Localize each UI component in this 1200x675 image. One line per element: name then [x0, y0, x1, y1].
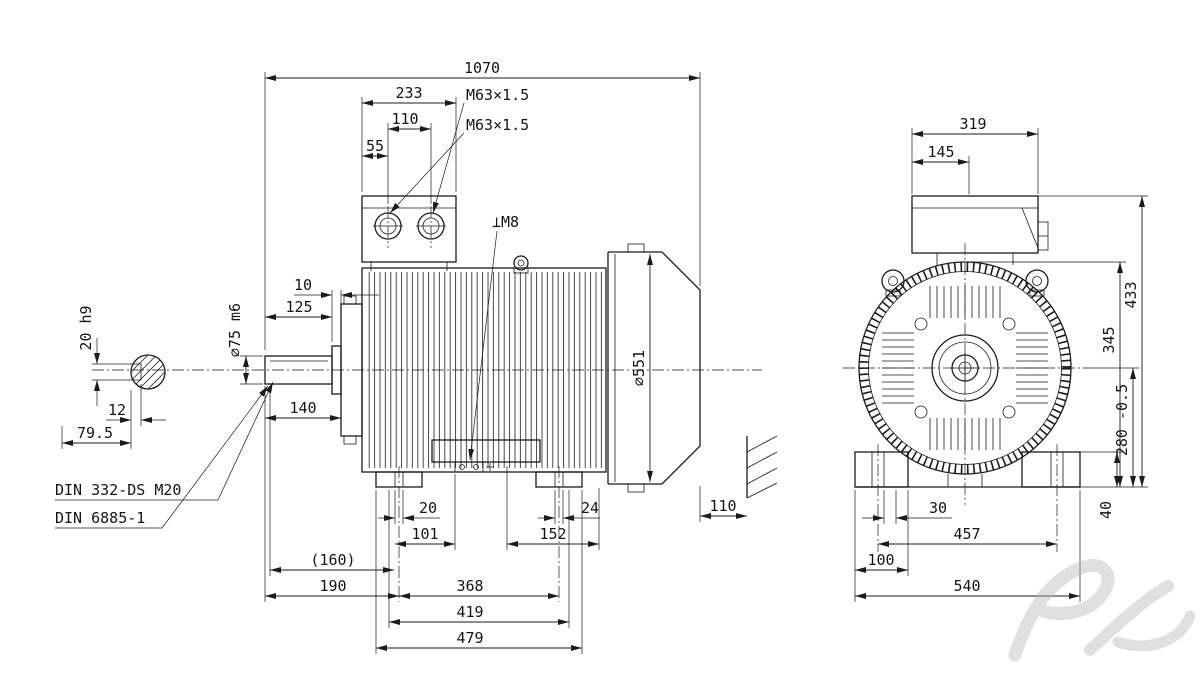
shaft-hub: [931, 334, 999, 402]
fin-group-left: [882, 332, 914, 404]
dim-319-label: 319: [959, 115, 986, 133]
dim-280-label: 280 -0.5: [1113, 384, 1131, 456]
dim-551-label: ⌀551: [630, 350, 648, 386]
dim-457-label: 457: [953, 525, 980, 543]
dim-40-label: 40: [1097, 501, 1115, 519]
dim-540-label: 540: [953, 577, 980, 595]
side-view: 1070 233 110 55 M63×1.5 M63×1.5 ⊥M8 ⌀551: [55, 59, 778, 654]
terminal-box-front: [911, 195, 1049, 265]
mounting-feet: [375, 466, 583, 602]
fin-group-right: [1016, 332, 1048, 404]
dim-10-label: 10: [294, 276, 312, 294]
dim-233-label: 233: [395, 84, 422, 102]
dim-345-label: 345: [1100, 326, 1118, 353]
dim-125-label: 125: [285, 298, 312, 316]
drain-box: [431, 439, 541, 473]
dim-24-label: 24: [581, 499, 599, 517]
cooling-fins: [365, 272, 603, 468]
dim-479-label: 479: [456, 629, 483, 647]
din-center-hole-note: DIN 332-DS M20: [55, 481, 181, 499]
dim-key-width-label: 20 h9: [77, 305, 95, 350]
dim-12-label: 12: [108, 401, 126, 419]
fin-group-top: [929, 286, 1001, 318]
feet-front: [854, 444, 1081, 552]
dim-100-label: 100: [867, 551, 894, 569]
front-view-dimensions: 319 145 433 345 280 -0.5 40: [854, 115, 1148, 602]
dim-30-label: 30: [929, 499, 947, 517]
dim-1070-label: 1070: [464, 59, 500, 77]
motor-body: [361, 267, 607, 473]
shaft-section-detail: [130, 354, 166, 390]
front-view: 319 145 433 345 280 -0.5 40: [843, 115, 1148, 602]
radial-fins: [859, 262, 1071, 474]
dim-152-label: 152: [539, 525, 566, 543]
wall-symbol: [746, 435, 778, 499]
eyebolt-left: [881, 269, 905, 297]
dim-79-5-label: 79.5: [77, 424, 113, 442]
gland-thread-label-1: M63×1.5: [466, 86, 529, 104]
eyebolt-right: [1025, 269, 1049, 297]
dim-75-label: ⌀75 m6: [226, 303, 244, 357]
dim-20-label: 20: [419, 499, 437, 517]
dim-190-label: 190: [319, 577, 346, 595]
side-view-dimensions: 1070 233 110 55 M63×1.5 M63×1.5 ⊥M8 ⌀551: [55, 59, 747, 654]
dim-110-wall-label: 110: [709, 497, 736, 515]
dim-145-label: 145: [927, 143, 954, 161]
fin-group-bottom: [929, 418, 1001, 450]
din-key-note: DIN 6885-1: [55, 509, 145, 527]
eyebolt: [513, 255, 529, 274]
cable-gland-2: [416, 206, 446, 248]
drain-tap-label: ⊥M8: [492, 213, 519, 231]
gland-thread-label-2: M63×1.5: [466, 116, 529, 134]
dim-110-label: 110: [391, 110, 418, 128]
dim-101-label: 101: [411, 525, 438, 543]
dim-419-label: 419: [456, 603, 483, 621]
fan-cover: [607, 243, 701, 493]
dim-140-label: 140: [289, 399, 316, 417]
dim-433-label: 433: [1122, 281, 1140, 308]
watermark-logo: [1008, 559, 1196, 662]
cable-gland-1: [373, 206, 403, 248]
dim-368-label: 368: [456, 577, 483, 595]
dim-55-label: 55: [366, 137, 384, 155]
terminal-box: [361, 195, 457, 271]
dim-160-label: (160): [310, 551, 355, 569]
frame-circles: [858, 261, 1072, 475]
